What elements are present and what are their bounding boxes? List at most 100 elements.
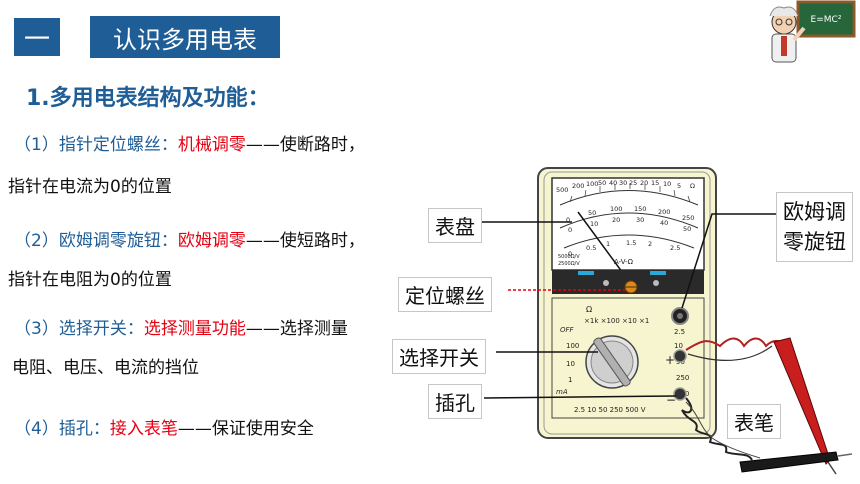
left-unit: mA bbox=[556, 388, 568, 396]
svg-text:50: 50 bbox=[683, 225, 691, 233]
item-label: 选择开关： bbox=[58, 319, 144, 339]
section-number: 一 bbox=[14, 18, 60, 56]
dial-scale-mid2: 0 10 20 30 40 50 bbox=[568, 216, 691, 234]
svg-text:50: 50 bbox=[588, 209, 596, 217]
dial-info-2: 2500Ω/V bbox=[558, 261, 580, 267]
item-4: （4）插孔：接入表笔——保证使用安全 bbox=[14, 416, 314, 442]
teacher-blackboard-icon: E=MC² bbox=[769, 0, 856, 63]
dial-scale-top: 500 200 100 50 40 30 25 20 15 10 5 Ω bbox=[556, 179, 695, 194]
item-3: （3）选择开关：选择测量功能——选择测量 bbox=[14, 316, 348, 342]
dial-scale-mid: 0 50 100 150 200 250 bbox=[566, 205, 694, 224]
item-number: （1） bbox=[14, 135, 59, 155]
section-title: 认识多用电表 bbox=[90, 16, 280, 58]
dial-window bbox=[551, 177, 705, 271]
item-label: 欧姆调零旋钮： bbox=[58, 231, 178, 251]
label-selector-switch: 选择开关 bbox=[392, 339, 486, 374]
svg-text:1: 1 bbox=[606, 240, 610, 248]
item-1-continuation: 指针在电流为0的位置 bbox=[8, 177, 172, 197]
svg-text:1.5: 1.5 bbox=[626, 239, 636, 247]
item-3-continuation: 电阻、电压、电流的挡位 bbox=[12, 358, 199, 378]
svg-text:0: 0 bbox=[568, 226, 572, 234]
item-number: （4） bbox=[14, 419, 59, 439]
svg-text:20: 20 bbox=[612, 216, 620, 224]
item-key: 选择测量功能 bbox=[143, 319, 246, 339]
red-lead bbox=[685, 337, 789, 351]
off-label: OFF bbox=[560, 326, 575, 334]
svg-text:2.5: 2.5 bbox=[670, 244, 680, 252]
red-probe bbox=[773, 337, 831, 465]
svg-text:30: 30 bbox=[619, 179, 627, 187]
top-border bbox=[0, 0, 860, 6]
item-1: （1）指针定位螺丝：机械调零——使断路时， bbox=[14, 132, 365, 158]
minus-sign: − bbox=[666, 393, 676, 407]
svg-text:0: 0 bbox=[566, 216, 570, 224]
jack-negative bbox=[673, 387, 687, 401]
item-key: 机械调零 bbox=[177, 135, 246, 155]
plus-sign: + bbox=[665, 353, 675, 367]
svg-text:10: 10 bbox=[566, 360, 575, 368]
item-key: 接入表笔 bbox=[109, 419, 178, 439]
jack-positive bbox=[673, 349, 687, 363]
svg-text:50: 50 bbox=[598, 179, 606, 187]
svg-text:2: 2 bbox=[648, 240, 652, 248]
label-jack: 插孔 bbox=[428, 384, 482, 419]
svg-text:5: 5 bbox=[677, 182, 681, 190]
svg-text:20: 20 bbox=[640, 179, 648, 187]
black-lead bbox=[681, 397, 753, 461]
svg-text:100: 100 bbox=[610, 205, 622, 213]
svg-text:10: 10 bbox=[674, 342, 683, 350]
dial-unit: A-V-Ω bbox=[614, 258, 634, 266]
formula-text: E=MC² bbox=[811, 15, 842, 25]
leader-ohm bbox=[681, 213, 778, 309]
svg-text:Ω: Ω bbox=[690, 182, 695, 190]
subheading: 1.多用电表结构及功能： bbox=[26, 86, 270, 111]
item-2: （2）欧姆调零旋钮：欧姆调零——使短路时， bbox=[14, 228, 365, 254]
dial-scale-bottom: 0 0.5 1 1.5 2 2.5 bbox=[568, 239, 680, 258]
svg-text:40: 40 bbox=[609, 179, 617, 187]
svg-text:10: 10 bbox=[663, 180, 671, 188]
svg-text:2.5: 2.5 bbox=[674, 328, 685, 336]
svg-text:30: 30 bbox=[636, 216, 644, 224]
item-number: （3） bbox=[14, 319, 59, 339]
item-rest: ——使断路时， bbox=[245, 135, 365, 155]
label-zero-screw: 定位螺丝 bbox=[398, 277, 492, 312]
svg-text:0.5: 0.5 bbox=[586, 244, 596, 252]
leader-jack bbox=[483, 395, 677, 399]
svg-text:250: 250 bbox=[682, 214, 694, 222]
label-ohm-zero-knob: 欧姆调 零旋钮 bbox=[776, 192, 853, 262]
omega-top: Ω bbox=[586, 305, 592, 314]
svg-text:10: 10 bbox=[590, 220, 598, 228]
svg-text:1: 1 bbox=[568, 376, 572, 384]
dial-info-1: 5000Ω/V bbox=[558, 254, 580, 260]
svg-text:40: 40 bbox=[660, 219, 668, 227]
needle bbox=[577, 211, 629, 281]
left-ranges: 100 10 1 bbox=[566, 342, 579, 384]
item-rest: ——选择测量 bbox=[245, 319, 348, 339]
svg-text:200: 200 bbox=[572, 182, 584, 190]
svg-text:200: 200 bbox=[658, 208, 670, 216]
bottom-ranges: 2.5 10 50 250 500 V bbox=[574, 406, 646, 414]
svg-text:15: 15 bbox=[651, 179, 659, 187]
item-label: 指针定位螺丝： bbox=[58, 135, 178, 155]
item-label: 插孔： bbox=[58, 419, 110, 439]
svg-text:100: 100 bbox=[566, 342, 579, 350]
svg-text:100: 100 bbox=[586, 180, 598, 188]
item-key: 欧姆调零 bbox=[177, 231, 246, 251]
range-header: ×1k ×100 ×10 ×1 bbox=[584, 317, 649, 325]
svg-text:500: 500 bbox=[556, 186, 568, 194]
black-probe bbox=[739, 451, 839, 473]
svg-text:0: 0 bbox=[568, 250, 572, 258]
label-dial: 表盘 bbox=[428, 208, 482, 243]
svg-text:25: 25 bbox=[629, 179, 637, 187]
item-rest: ——使短路时， bbox=[245, 231, 365, 251]
svg-text:250: 250 bbox=[676, 374, 689, 382]
label-probe: 表笔 bbox=[727, 404, 781, 439]
item-number: （2） bbox=[14, 231, 59, 251]
svg-text:150: 150 bbox=[634, 205, 646, 213]
item-rest: ——保证使用安全 bbox=[177, 419, 314, 439]
dial-scale-ticks bbox=[569, 183, 691, 203]
label-ohm-line-2: 零旋钮 bbox=[783, 230, 846, 254]
item-2-continuation: 指针在电阻为0的位置 bbox=[8, 270, 172, 290]
multimeter-diagram: 500 200 100 50 40 30 25 20 15 10 5 Ω 0 5… bbox=[480, 167, 853, 475]
label-ohm-line-1: 欧姆调 bbox=[783, 200, 846, 224]
